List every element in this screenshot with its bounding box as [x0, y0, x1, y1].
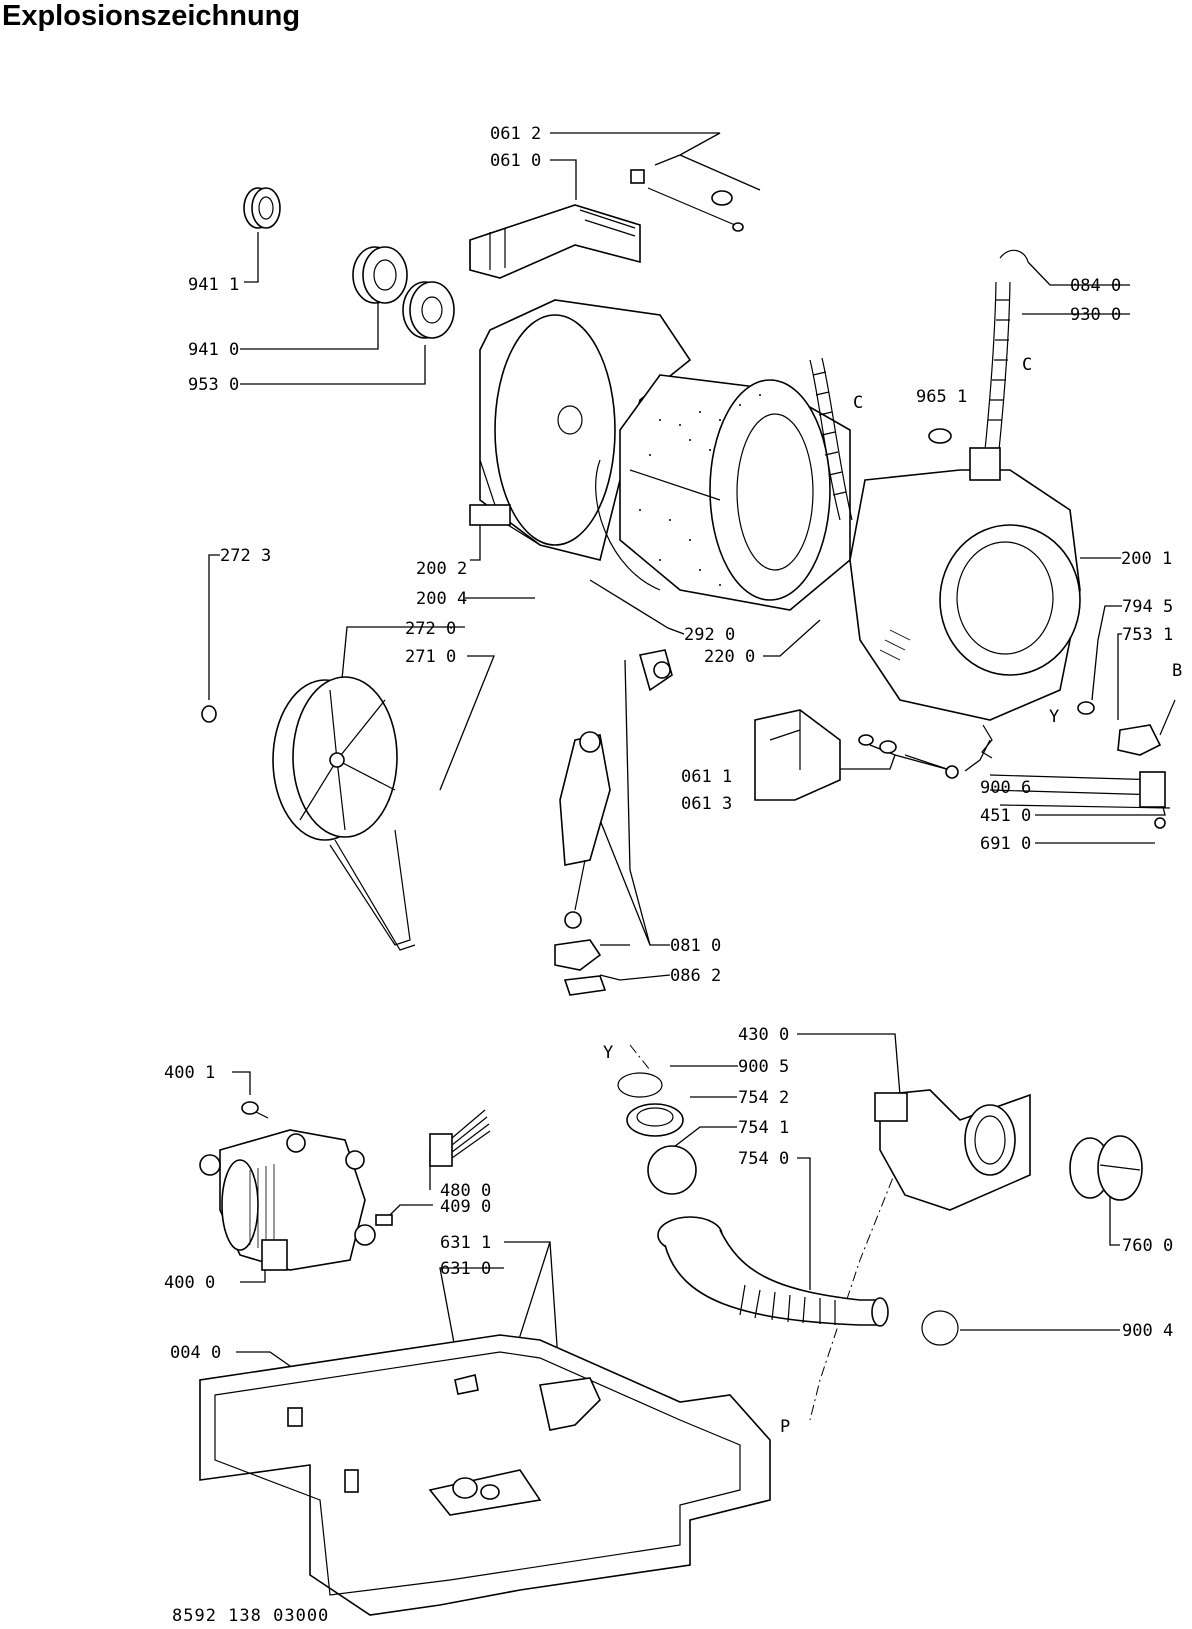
rear-tub-half: [469, 299, 692, 561]
pulley-nut: [201, 705, 217, 723]
drain-pump: [874, 1089, 1031, 1211]
heater-nut: [1154, 817, 1166, 829]
callout-label: 004 0: [170, 1343, 221, 1363]
callout-label: 272 0: [405, 619, 456, 639]
callout-label: 409 0: [440, 1197, 491, 1217]
front-tub-half: [849, 447, 1081, 721]
marker-letter: C: [853, 393, 863, 413]
callout-label: 400 0: [164, 1273, 215, 1293]
bolt-set: [630, 169, 744, 232]
marker-letter: C: [1022, 355, 1032, 375]
callout-label: 271 0: [405, 647, 456, 667]
suspension-spring-left: [809, 357, 853, 521]
callout-label: 754 2: [738, 1088, 789, 1108]
callout-label: 061 0: [490, 151, 541, 171]
bearing-large: [352, 246, 408, 304]
tub-seal-ring: [595, 459, 661, 591]
motor-screw: [241, 1101, 269, 1119]
callout-labels: 061 2 061 0 941 1 941 0 953 0 084 0 930 …: [164, 124, 1182, 1437]
page-title: Explosionszeichnung: [2, 0, 301, 32]
callout-label: 081 0: [670, 936, 721, 956]
callout-label: 754 1: [738, 1118, 789, 1138]
callout-label: 451 0: [980, 806, 1031, 826]
drum: [619, 374, 851, 611]
callout-label: 760 0: [1122, 1236, 1173, 1256]
marker-letter: Y: [1049, 707, 1059, 727]
callout-label: 631 1: [440, 1233, 491, 1253]
drive-motor: [199, 1129, 376, 1271]
callout-label: 965 1: [916, 387, 967, 407]
drain-hose: [657, 1216, 889, 1327]
bearing-small: [243, 187, 281, 229]
document-number: 8592 138 03000: [172, 1606, 330, 1626]
callout-label: 631 0: [440, 1259, 491, 1279]
marker-letter: B: [1172, 661, 1182, 681]
motor-connector: [429, 1109, 491, 1167]
callout-label: 272 3: [220, 546, 271, 566]
callout-label: 220 0: [704, 647, 755, 667]
callout-label: 941 1: [188, 275, 239, 295]
pump-filter: [1069, 1135, 1143, 1201]
callout-label: 941 0: [188, 340, 239, 360]
callout-label: 753 1: [1122, 625, 1173, 645]
shock-absorber: [554, 649, 673, 971]
callout-label: 400 1: [164, 1063, 215, 1083]
valve-seal: [626, 1103, 684, 1137]
callout-label: 480 0: [440, 1181, 491, 1201]
callout-label: 061 1: [681, 767, 732, 787]
callout-label: 084 0: [1070, 276, 1121, 296]
hose-clamp: [921, 1310, 959, 1346]
marker-letter: Y: [603, 1043, 613, 1063]
drive-belt: [329, 829, 416, 951]
shock-absorber-clip: [563, 975, 607, 996]
callout-label: 754 0: [738, 1149, 789, 1169]
drum-pulley: [272, 676, 398, 841]
grommet: [1077, 701, 1095, 715]
heater-clip: [981, 724, 993, 759]
spring-cap: [928, 428, 952, 444]
callout-label: 200 4: [416, 589, 467, 609]
callout-label: 900 6: [980, 778, 1031, 798]
callout-label: 061 3: [681, 794, 732, 814]
callout-label: 086 2: [670, 966, 721, 986]
callout-label: 953 0: [188, 375, 239, 395]
callout-label: 691 0: [980, 834, 1031, 854]
counterweight-bolt-set: [858, 734, 959, 779]
callout-label: 430 0: [738, 1025, 789, 1045]
callout-label: 292 0: [684, 625, 735, 645]
callout-label: 200 2: [416, 559, 467, 579]
callout-label: 900 4: [1122, 1321, 1173, 1341]
suspension-spring-right: [984, 249, 1029, 451]
motor-suppressor: [375, 1214, 393, 1226]
pump-clamp-ring: [617, 1072, 663, 1098]
callout-label: 200 1: [1121, 549, 1172, 569]
base-frame: [199, 1334, 771, 1616]
front-counterweight: [754, 709, 841, 801]
top-weight-cover: [469, 204, 641, 279]
temperature-sensor: [1117, 699, 1176, 756]
callout-label: 930 0: [1070, 305, 1121, 325]
heating-element: [989, 771, 1171, 809]
callout-label: 061 2: [490, 124, 541, 144]
valve-ball: [647, 1145, 697, 1195]
shaft-seal: [402, 281, 455, 339]
callout-label: 794 5: [1122, 597, 1173, 617]
callout-label: 900 5: [738, 1057, 789, 1077]
marker-letter: P: [780, 1417, 790, 1437]
